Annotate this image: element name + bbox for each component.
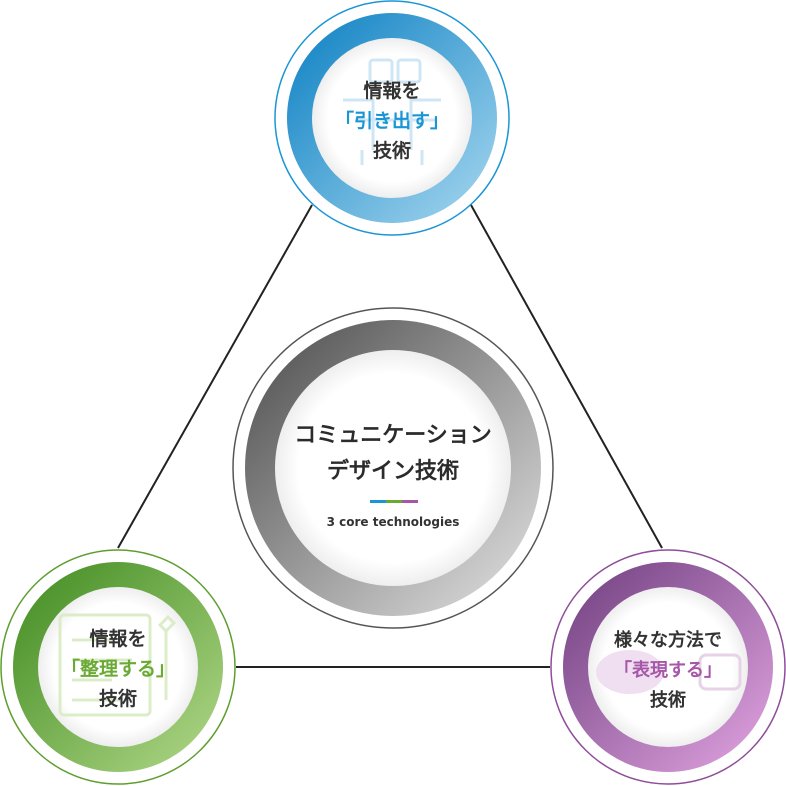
extract-icon [343,58,441,165]
node-extract [274,0,510,236]
node-express-line1: 様々な方法で [614,630,722,651]
speech-bubble-icon [596,650,742,694]
center-divider [370,500,418,503]
node-organize-text: 情報を 「整理する」 技術 [38,624,198,714]
node-organize [0,549,236,785]
node-organize-line3: 技術 [98,688,137,710]
node-extract-line1: 情報を [363,80,421,102]
connector-top-right [470,204,663,549]
center-subtitle: 3 core technologies [326,515,460,529]
node-express-line2: 「表現する」 [614,660,722,681]
node-express-line3: 技術 [650,690,686,711]
node-organize-line2: 「整理する」 [60,658,175,680]
node-extract-line2: 「引き出す」 [334,110,449,132]
connector-lines [117,204,663,668]
node-center [232,307,554,629]
node-extract-text: 情報を 「引き出す」 技術 [312,76,472,166]
center-text: コミュニケーション デザイン技術 [283,418,503,490]
center-title-line2: デザイン技術 [326,459,459,484]
connector-top-left [117,204,313,549]
center-title-line1: コミュニケーション [294,423,492,448]
node-express [550,549,786,785]
node-extract-line3: 技術 [372,140,411,162]
organize-icon [58,613,177,717]
node-organize-line1: 情報を [89,628,147,650]
node-express-text: 様々な方法で 「表現する」 技術 [588,626,748,716]
